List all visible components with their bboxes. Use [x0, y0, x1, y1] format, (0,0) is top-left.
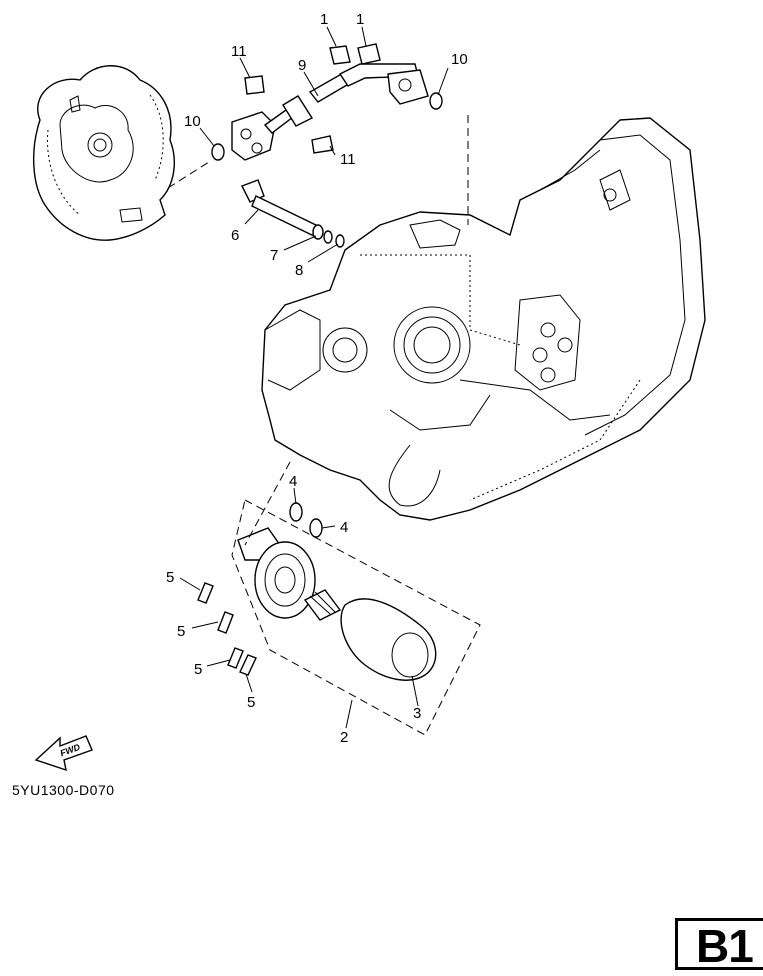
page-tag: B1: [675, 918, 763, 972]
page-tag-label: B1: [696, 920, 754, 972]
callout-5b: 5: [177, 623, 185, 640]
o-rings-10: [211, 92, 443, 161]
callout-2: 2: [340, 729, 348, 746]
callout-5a: 5: [166, 569, 174, 586]
callout-11a: 11: [231, 43, 247, 60]
callout-10a: 10: [184, 113, 201, 130]
callout-1b: 1: [356, 11, 364, 28]
callout-3: 3: [413, 705, 421, 722]
callout-4b: 4: [340, 519, 348, 536]
callout-5c: 5: [194, 661, 202, 678]
callout-5d: 5: [247, 694, 255, 711]
generator-cover: [32, 65, 175, 241]
fwd-arrow: FWD: [34, 735, 93, 772]
oil-filter-group: [197, 499, 481, 736]
callout-4a: 4: [289, 473, 297, 490]
callout-numbers: 1 1 11 9 10 10 11 6 7 8 4 4 5 5 5 5 3 2: [166, 11, 468, 746]
callout-1a: 1: [320, 11, 328, 28]
callout-10b: 10: [451, 51, 468, 68]
oil-pipe-assembly: [231, 43, 429, 161]
leader-lines: [167, 26, 469, 729]
callout-7: 7: [270, 247, 278, 264]
callout-11b: 11: [340, 151, 356, 168]
callout-8: 8: [295, 262, 303, 279]
callout-6: 6: [231, 227, 239, 244]
callout-9: 9: [298, 57, 306, 74]
oil-pipe-6: [241, 179, 345, 248]
diagram-code: 5YU1300-D070: [12, 782, 115, 798]
crankcase: [261, 117, 706, 521]
